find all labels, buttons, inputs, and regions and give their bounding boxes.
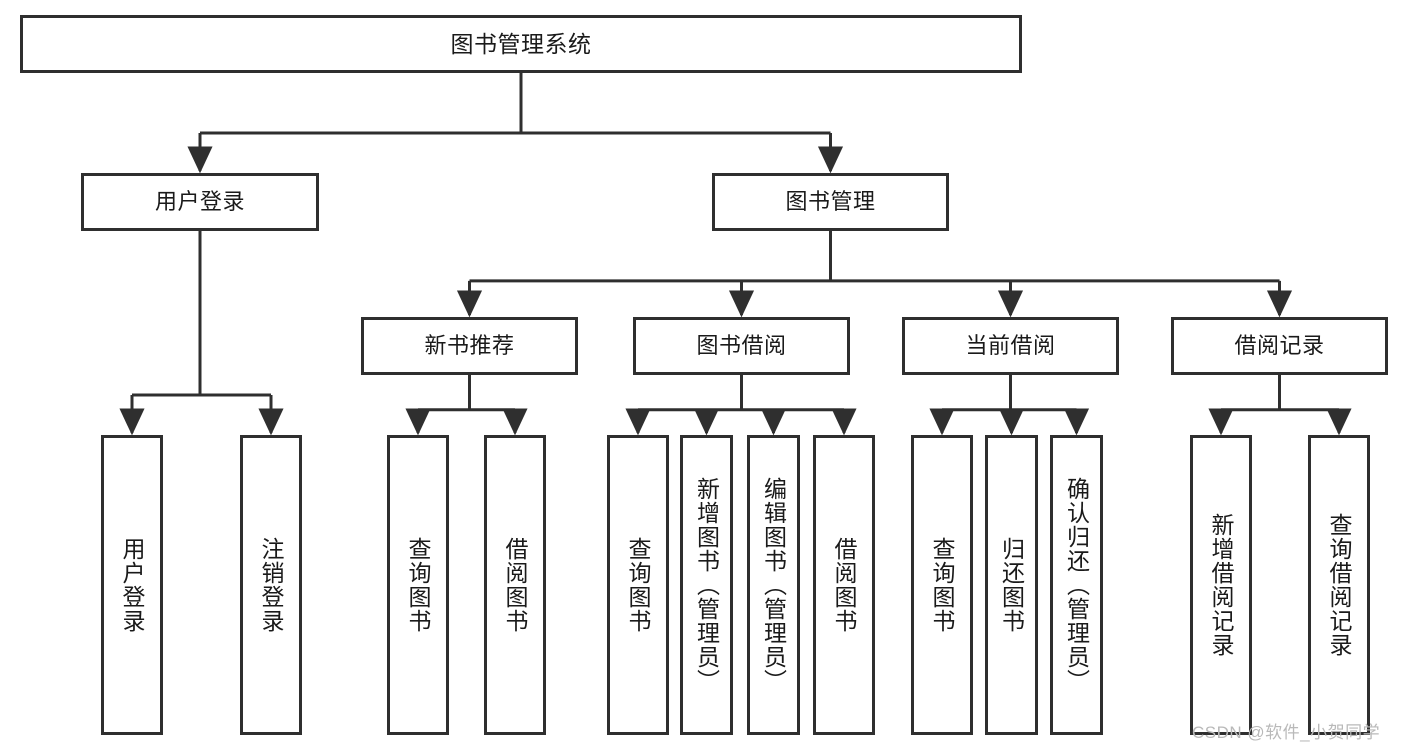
node-label: 借阅记录	[1234, 333, 1325, 359]
node-label: 图书管理	[785, 189, 876, 215]
node-label: 用户登录	[154, 189, 245, 215]
node-label: 新增借阅记录	[1208, 513, 1235, 657]
node-borrow[interactable]: 图书借阅	[633, 317, 850, 375]
node-leaf-12[interactable]: 新增借阅记录	[1190, 435, 1252, 735]
node-current[interactable]: 当前借阅	[902, 317, 1119, 375]
node-label: 确认归还（管理员）	[1063, 477, 1090, 693]
node-label: 查询借阅记录	[1326, 513, 1353, 657]
node-label: 查询图书	[625, 537, 652, 633]
node-label: 借阅图书	[831, 537, 858, 633]
node-label: 新增图书（管理员）	[693, 477, 720, 693]
node-leaf-1[interactable]: 用户登录	[101, 435, 163, 735]
node-login[interactable]: 用户登录	[81, 173, 319, 231]
edges	[119, 73, 1352, 436]
node-leaf-5[interactable]: 查询图书	[607, 435, 669, 735]
node-leaf-11[interactable]: 确认归还（管理员）	[1050, 435, 1103, 735]
node-label: 用户登录	[119, 537, 146, 633]
node-label: 图书管理系统	[450, 30, 592, 57]
node-leaf-6[interactable]: 新增图书（管理员）	[680, 435, 733, 735]
node-label: 当前借阅	[965, 333, 1056, 359]
node-label: 图书借阅	[696, 333, 787, 359]
node-leaf-2[interactable]: 注销登录	[240, 435, 302, 735]
csdn-watermark: CSDN @软件_小贺同学	[1192, 723, 1381, 742]
node-leaf-9[interactable]: 查询图书	[911, 435, 973, 735]
node-label: 借阅图书	[502, 537, 529, 633]
node-label: 编辑图书（管理员）	[760, 477, 787, 693]
node-root[interactable]: 图书管理系统	[20, 15, 1022, 73]
node-label: 查询图书	[405, 537, 432, 633]
node-leaf-4[interactable]: 借阅图书	[484, 435, 546, 735]
node-leaf-3[interactable]: 查询图书	[387, 435, 449, 735]
node-leaf-10[interactable]: 归还图书	[985, 435, 1038, 735]
node-label: 新书推荐	[424, 333, 515, 359]
node-newbook[interactable]: 新书推荐	[361, 317, 578, 375]
node-leaf-13[interactable]: 查询借阅记录	[1308, 435, 1370, 735]
node-label: 注销登录	[258, 537, 285, 633]
node-leaf-7[interactable]: 编辑图书（管理员）	[747, 435, 800, 735]
node-records[interactable]: 借阅记录	[1171, 317, 1388, 375]
node-bookmgmt[interactable]: 图书管理	[712, 173, 949, 231]
node-leaf-8[interactable]: 借阅图书	[813, 435, 875, 735]
node-label: 归还图书	[998, 537, 1025, 633]
node-label: 查询图书	[929, 537, 956, 633]
